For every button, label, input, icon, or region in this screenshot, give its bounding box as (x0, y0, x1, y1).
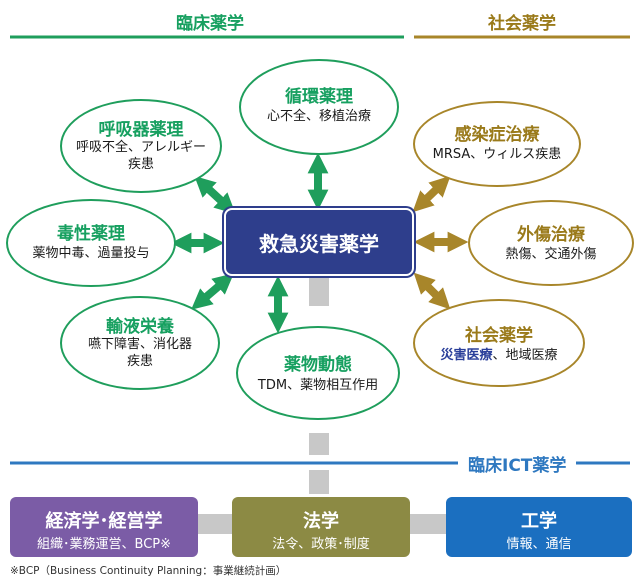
node-pharmacokinetics: 薬物動態 TDM、薬物相互作用 (236, 326, 400, 420)
node-social-pharmacy-title: 社会薬学 (465, 326, 533, 346)
vertical-connector-2 (309, 433, 329, 455)
node-respiratory-title: 呼吸器薬理 (98, 120, 184, 140)
clinical-header: 臨床薬学 (176, 14, 244, 34)
box-economics: 経済学･経営学 組織･業務運営、BCP※ (10, 497, 198, 557)
vertical-connector-3 (309, 470, 329, 494)
box-economics-title: 経済学･経営学 (45, 511, 163, 532)
node-circulation: 循環薬理 心不全、移植治療 (239, 59, 399, 155)
node-trauma: 外傷治療 熱傷、交通外傷 (468, 200, 634, 286)
node-infection-title: 感染症治療 (454, 125, 540, 145)
vertical-connector-1 (309, 276, 329, 306)
arrow-respiratory (194, 175, 236, 215)
node-toxicity-sub: 薬物中毒、過量投与 (32, 246, 150, 261)
highlight-disaster-medicine: 災害医療 (440, 348, 493, 363)
box-law-title: 法学 (303, 511, 339, 532)
box-engineering-sub: 情報、通信 (506, 537, 572, 552)
ict-header: 臨床ICT薬学 (458, 451, 577, 476)
node-circulation-sub: 心不全、移植治療 (266, 109, 371, 124)
node-respiratory-sub1: 呼吸不全、アレルギー (75, 140, 206, 155)
box-economics-sub: 組織･業務運営、BCP※ (37, 537, 171, 552)
node-toxicity: 毒性薬理 薬物中毒、過量投与 (6, 199, 176, 287)
arrow-infection (412, 175, 451, 213)
node-infusion-title: 輸液栄養 (106, 317, 174, 337)
node-social-pharmacy-sub-rest: 、地域医療 (492, 348, 558, 363)
center-box: 救急災害薬学 (224, 208, 414, 276)
box-engineering-title: 工学 (521, 511, 557, 532)
node-trauma-sub: 熱傷、交通外傷 (505, 247, 597, 262)
arrow-social-pharmacy (413, 272, 451, 310)
footnote: ※BCP（Business Continuity Planning：事業継続計画… (10, 565, 287, 577)
node-circulation-title: 循環薬理 (285, 87, 353, 107)
node-trauma-title: 外傷治療 (517, 225, 585, 245)
node-respiratory: 呼吸器薬理 呼吸不全、アレルギー 疾患 (60, 99, 222, 193)
node-infusion-sub1: 嚥下障害、消化器 (87, 337, 192, 352)
box-law-sub: 法令、政策･制度 (272, 537, 370, 552)
node-infection: 感染症治療 MRSA、ウィルス疾患 (413, 101, 581, 187)
node-respiratory-sub2: 疾患 (127, 157, 154, 172)
node-infection-sub: MRSA、ウィルス疾患 (432, 147, 562, 162)
box-engineering: 工学 情報、通信 (446, 497, 632, 557)
social-header: 社会薬学 (488, 14, 556, 34)
horizontal-connector-right (410, 514, 446, 534)
node-social-pharmacy-sub: 災害医療、地域医療 (415, 347, 583, 364)
node-social-pharmacy: 社会薬学 災害医療、地域医療 (413, 299, 585, 387)
node-pharmacokinetics-sub: TDM、薬物相互作用 (257, 378, 379, 393)
node-pharmacokinetics-title: 薬物動態 (284, 355, 352, 375)
node-infusion: 輸液栄養 嚥下障害、消化器 疾患 (60, 296, 220, 390)
arrow-infusion (191, 273, 234, 310)
center-label: 救急災害薬学 (259, 231, 379, 256)
node-toxicity-title: 毒性薬理 (57, 224, 125, 244)
horizontal-connector-left (198, 514, 232, 534)
node-infusion-sub2: 疾患 (126, 354, 153, 369)
box-law: 法学 法令、政策･制度 (232, 497, 410, 557)
